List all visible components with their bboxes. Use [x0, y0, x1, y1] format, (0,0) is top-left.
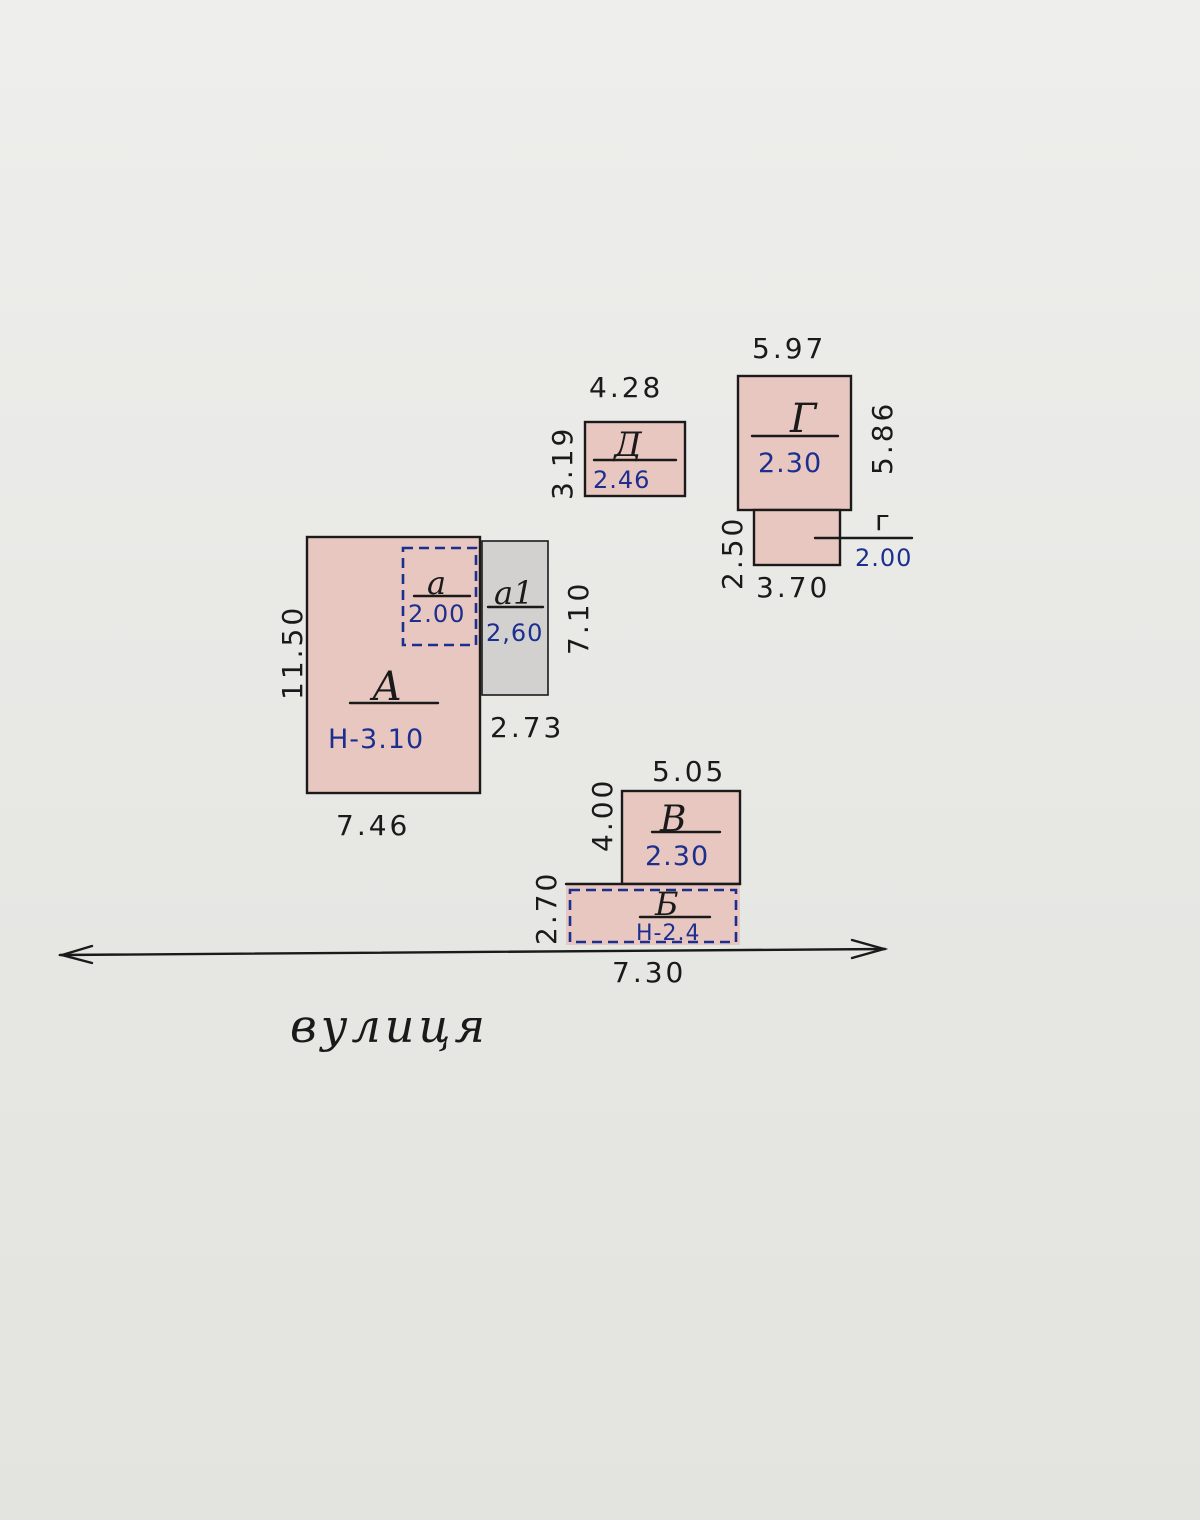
street-label: вулиця — [290, 999, 489, 1053]
building-d-height: 2.46 — [593, 466, 650, 494]
porch-a: а 2.00 — [401, 546, 478, 647]
building-g: Г 2.30 5.97 5.86 — [736, 332, 899, 512]
street-line — [57, 938, 889, 965]
building-v-fill — [622, 791, 740, 884]
building-b-fill — [566, 884, 740, 945]
street-arrow-right-icon — [850, 938, 889, 960]
building-a-length: 11.50 — [276, 605, 309, 700]
annex-g-letter: г — [875, 504, 893, 537]
porch-a-outline — [401, 546, 478, 647]
building-v-height: 2.30 — [645, 841, 709, 872]
building-d: Д 2.46 4.28 3.19 — [546, 371, 687, 500]
building-a-height: Н-3.10 — [328, 724, 424, 755]
building-g-width: 5.97 — [752, 332, 826, 365]
building-b: Б Н-2.4 7.30 2.70 — [530, 871, 742, 989]
building-a-fill — [307, 537, 480, 793]
building-g-letter: Г — [789, 396, 818, 442]
building-b-length: 2.70 — [530, 871, 563, 945]
building-g-length: 5.86 — [866, 401, 899, 475]
annex-g: г 2.00 3.70 2.50 — [716, 504, 914, 604]
building-g-fill — [738, 376, 851, 510]
building-v: В 2.30 5.05 4.00 — [586, 755, 742, 886]
building-d-letter: Д — [612, 425, 643, 465]
building-v-letter: В — [659, 799, 686, 840]
annex-a1-height: 2,60 — [486, 619, 543, 647]
annex-a1-letter: а1 — [494, 574, 533, 612]
building-d-outline — [583, 420, 687, 498]
street-axis-line — [58, 947, 887, 957]
porch-a-height: 2.00 — [408, 600, 465, 628]
annex-a1-fill — [482, 541, 548, 695]
porch-a-letter: а — [427, 564, 446, 602]
annex-a1-width: 2.73 — [490, 711, 564, 744]
building-a-outline — [305, 535, 482, 795]
building-b-outline — [568, 888, 738, 944]
annex-a1-outline — [481, 540, 549, 696]
annex-g-width: 3.70 — [756, 571, 830, 604]
building-b-height: Н-2.4 — [636, 921, 700, 946]
annex-g-length: 2.50 — [716, 516, 749, 590]
building-b-width: 7.30 — [612, 956, 686, 989]
street-arrow-left-icon — [57, 944, 94, 965]
building-g-height: 2.30 — [758, 448, 822, 479]
building-d-width: 4.28 — [589, 371, 663, 404]
annex-a1: а1 2,60 2.73 7.10 — [481, 540, 595, 744]
annex-g-height: 2.00 — [855, 544, 912, 572]
building-d-length: 3.19 — [546, 426, 579, 500]
building-a: А Н-3.10 7.46 11.50 — [276, 535, 482, 842]
building-a-width: 7.46 — [336, 809, 410, 842]
building-v-length: 4.00 — [586, 778, 619, 852]
annex-a1-length: 7.10 — [562, 581, 595, 655]
building-v-width: 5.05 — [652, 755, 726, 788]
